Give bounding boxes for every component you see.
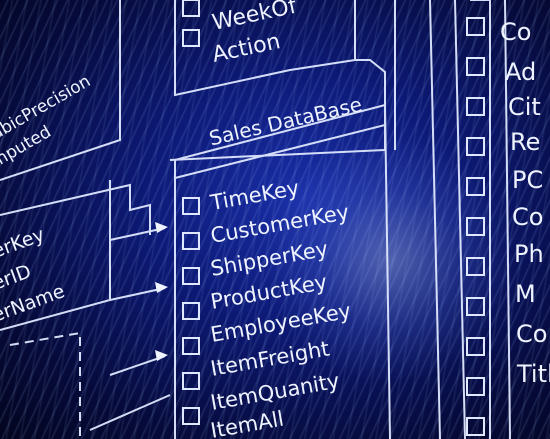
- field-action: Action: [210, 29, 283, 68]
- checkbox: [182, 337, 200, 355]
- right-field: PC: [512, 166, 543, 194]
- sales-table-checkboxes: [182, 0, 200, 425]
- dashed-table-box: [9, 331, 81, 439]
- checkbox: [466, 97, 485, 116]
- checkbox: [466, 297, 485, 316]
- checkbox: [466, 177, 485, 196]
- left-arrow-line-4: [89, 394, 171, 431]
- checkbox: [466, 337, 485, 356]
- checkbox: [466, 57, 485, 76]
- checkbox: [466, 17, 485, 36]
- right-table-checkboxes: [466, 17, 485, 436]
- field-erid: erID: [0, 260, 34, 294]
- left-arrow-line-1: [109, 227, 166, 241]
- arrowheads: [155, 222, 168, 361]
- checkbox: [466, 417, 485, 436]
- checkbox: [182, 0, 200, 17]
- left-arrow-line-3: [109, 355, 166, 376]
- center-glow: [260, 140, 520, 380]
- right-field: Cit: [508, 93, 541, 121]
- left-arrow-line-2: [109, 287, 166, 301]
- checkbox: [466, 137, 485, 156]
- arrow-head: [155, 350, 168, 361]
- right-table-box: [470, 0, 491, 439]
- checkbox: [182, 407, 200, 425]
- top-table-connector: [169, 59, 386, 161]
- right-field: Ad: [505, 58, 536, 86]
- right-field: Co: [516, 320, 547, 348]
- checkbox: [182, 232, 200, 250]
- sales-table-title: Sales DataBase: [207, 92, 364, 150]
- sales-table-box: [174, 103, 391, 439]
- arrow-head: [155, 282, 168, 293]
- right-field: M: [515, 280, 536, 308]
- right-field: Co: [512, 203, 543, 231]
- right-field: Title: [516, 360, 550, 388]
- right-long-line-3: [504, 0, 511, 439]
- checkbox: [466, 377, 485, 396]
- field-weekof: WeekOf: [210, 0, 300, 36]
- top-table-box: [174, 0, 356, 97]
- checkbox: [182, 29, 200, 47]
- checkbox: [182, 267, 200, 285]
- right-field: Co: [500, 18, 531, 46]
- right-field: Ph: [514, 240, 544, 268]
- right-long-line: [429, 0, 441, 439]
- checkbox: [182, 302, 200, 320]
- field-timekey: TimeKey: [208, 176, 301, 215]
- right-long-line-2: [454, 0, 466, 439]
- field-erkey: erKey: [0, 224, 47, 263]
- sales-table-header-line: [174, 124, 386, 179]
- arrow-head: [155, 222, 168, 233]
- left-upper-connector: [0, 183, 151, 235]
- right-field: Re: [510, 128, 540, 156]
- left-upper-table-box: [0, 0, 121, 181]
- checkbox: [466, 257, 485, 276]
- checkbox: [182, 372, 200, 390]
- checkbox: [466, 217, 485, 236]
- checkbox: [182, 197, 200, 215]
